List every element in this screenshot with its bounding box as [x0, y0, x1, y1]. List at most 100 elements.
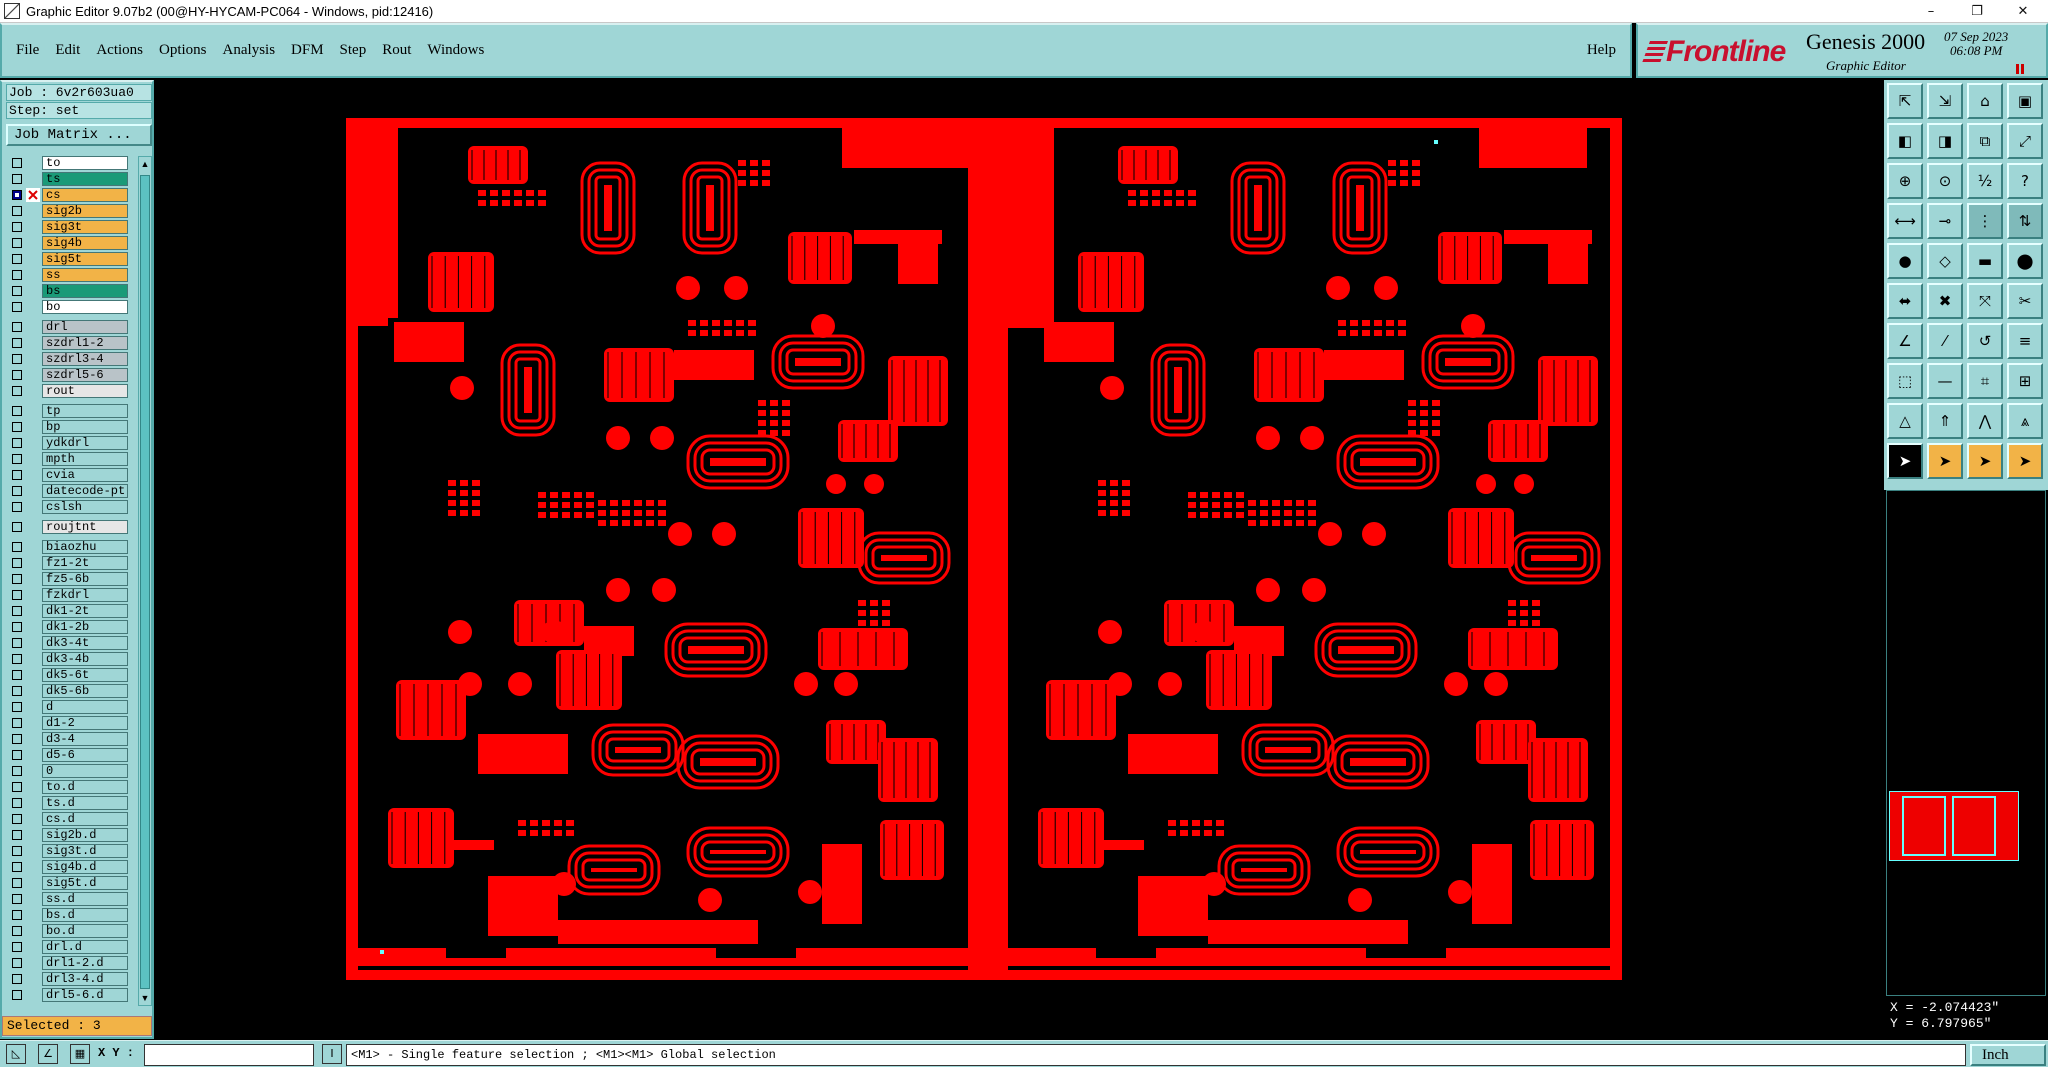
layer-row-szdrl3-4[interactable]: szdrl3-4: [6, 352, 128, 366]
layer-checkbox[interactable]: [12, 686, 22, 696]
layer-checkbox[interactable]: [12, 798, 22, 808]
layer-row-to[interactable]: to: [6, 156, 128, 170]
layer-name[interactable]: to: [42, 156, 128, 170]
layer-scrollbar[interactable]: ▲ ▼: [138, 156, 152, 1006]
layer-name[interactable]: dk3-4t: [42, 636, 128, 650]
layer-name[interactable]: dk1-2b: [42, 620, 128, 634]
menu-dfm[interactable]: DFM: [291, 42, 324, 58]
job-matrix-button[interactable]: Job Matrix ...: [6, 124, 152, 146]
layer-name[interactable]: d3-4: [42, 732, 128, 746]
overview-map[interactable]: [1886, 490, 2046, 996]
query-icon[interactable]: ?: [2007, 163, 2043, 199]
layer-checkbox[interactable]: [12, 590, 22, 600]
layer-row-dk5-6b[interactable]: dk5-6b: [6, 684, 128, 698]
layer-checkbox[interactable]: [12, 750, 22, 760]
layer-checkbox[interactable]: [12, 522, 22, 532]
layer-name[interactable]: cs.d: [42, 812, 128, 826]
move-icon[interactable]: ⬌: [1887, 283, 1923, 319]
layer-name[interactable]: 0: [42, 764, 128, 778]
select-area-icon[interactable]: ⬚: [1887, 363, 1923, 399]
layer-checkbox[interactable]: [12, 734, 22, 744]
layer-row-ts[interactable]: ts: [6, 172, 128, 186]
layer-name[interactable]: d: [42, 700, 128, 714]
hat-icon[interactable]: ⩓: [2007, 403, 2043, 439]
layer-name[interactable]: ydkdrl: [42, 436, 128, 450]
pointer-edit-icon[interactable]: ➤: [1967, 443, 2003, 479]
layer-name[interactable]: d1-2: [42, 716, 128, 730]
zoom-previous-icon[interactable]: ⇲: [1927, 83, 1963, 119]
home-icon[interactable]: ⌂: [1967, 83, 2003, 119]
layer-name[interactable]: sig2b.d: [42, 828, 128, 842]
layer-name[interactable]: szdrl5-6: [42, 368, 128, 382]
layer-name[interactable]: sig3t.d: [42, 844, 128, 858]
layer-checkbox[interactable]: [12, 470, 22, 480]
layer-name[interactable]: dk1-2t: [42, 604, 128, 618]
layer-name[interactable]: dk3-4b: [42, 652, 128, 666]
layer-checkbox[interactable]: [12, 862, 22, 872]
layer-row-to.d[interactable]: to.d: [6, 780, 128, 794]
layer-name[interactable]: to.d: [42, 780, 128, 794]
layer-row-ts.d[interactable]: ts.d: [6, 796, 128, 810]
layer-row-d5-6[interactable]: d5-6: [6, 748, 128, 762]
layer-checkbox[interactable]: [12, 542, 22, 552]
arc-icon[interactable]: ↺: [1967, 323, 2003, 359]
triangle-icon[interactable]: △: [1887, 403, 1923, 439]
text-cursor-icon[interactable]: I: [322, 1044, 342, 1064]
layer-row-sig4b.d[interactable]: sig4b.d: [6, 860, 128, 874]
layer-checkbox[interactable]: [12, 270, 22, 280]
pause-icon[interactable]: [2016, 64, 2024, 74]
pointer-move-icon[interactable]: ➤: [2007, 443, 2043, 479]
layer-row-szdrl5-6[interactable]: szdrl5-6: [6, 368, 128, 382]
layer-name[interactable]: drl.d: [42, 940, 128, 954]
minimize-button[interactable]: –: [1927, 4, 1935, 19]
layer-row-bo.d[interactable]: bo.d: [6, 924, 128, 938]
add-pad-icon[interactable]: ●: [1887, 243, 1923, 279]
layer-row-dk3-4t[interactable]: dk3-4t: [6, 636, 128, 650]
layer-name[interactable]: sig4b.d: [42, 860, 128, 874]
full-screen-icon[interactable]: ▣: [2007, 83, 2043, 119]
layer-checkbox[interactable]: [12, 354, 22, 364]
layer-row-dk1-2b[interactable]: dk1-2b: [6, 620, 128, 634]
overview-panel[interactable]: [1889, 791, 2019, 861]
layer-checkbox[interactable]: [12, 302, 22, 312]
layer-name[interactable]: dk5-6b: [42, 684, 128, 698]
pointer-select-icon[interactable]: ➤: [1927, 443, 1963, 479]
angle-line-icon[interactable]: ∠: [1887, 323, 1923, 359]
layer-row-drl1-2.d[interactable]: drl1-2.d: [6, 956, 128, 970]
layer-row-tp[interactable]: tp: [6, 404, 128, 418]
layer-row-cvia[interactable]: cvia: [6, 468, 128, 482]
layer-name[interactable]: bs.d: [42, 908, 128, 922]
corner-icon[interactable]: ◺: [6, 1044, 26, 1064]
layer-row-sig5t.d[interactable]: sig5t.d: [6, 876, 128, 890]
layer-row-sig2b.d[interactable]: sig2b.d: [6, 828, 128, 842]
layer-checkbox[interactable]: [12, 438, 22, 448]
menu-actions[interactable]: Actions: [96, 42, 144, 58]
zoom-window-icon[interactable]: ⧉: [1967, 123, 2003, 159]
layer-row-dk1-2t[interactable]: dk1-2t: [6, 604, 128, 618]
layer-checkbox[interactable]: [12, 766, 22, 776]
layer-name[interactable]: sig5t: [42, 252, 128, 266]
layer-checkbox[interactable]: [12, 622, 22, 632]
menu-edit[interactable]: Edit: [55, 42, 81, 58]
layer-checkbox[interactable]: [12, 926, 22, 936]
layer-row-sig3t[interactable]: sig3t: [6, 220, 128, 234]
layer-row-ss.d[interactable]: ss.d: [6, 892, 128, 906]
add-circle-icon[interactable]: ⬤: [2007, 243, 2043, 279]
tent-icon[interactable]: ⋀: [1967, 403, 2003, 439]
layer-checkbox[interactable]: [12, 222, 22, 232]
layer-name[interactable]: cs: [42, 188, 128, 202]
layer-name[interactable]: sig4b: [42, 236, 128, 250]
layer-name[interactable]: fz1-2t: [42, 556, 128, 570]
layer-row-fz5-6b[interactable]: fz5-6b: [6, 572, 128, 586]
layer-checkbox[interactable]: [12, 670, 22, 680]
pan-left-icon[interactable]: ◧: [1887, 123, 1923, 159]
layer-name[interactable]: cslsh: [42, 500, 128, 514]
center-view-icon[interactable]: ⊙: [1927, 163, 1963, 199]
layer-row-ss[interactable]: ss: [6, 268, 128, 282]
layer-name[interactable]: sig5t.d: [42, 876, 128, 890]
layer-checkbox[interactable]: [12, 718, 22, 728]
menu-options[interactable]: Options: [159, 42, 207, 58]
layer-checkbox[interactable]: [12, 638, 22, 648]
pcb-layout[interactable]: [156, 80, 1884, 1038]
layer-checkbox[interactable]: [12, 814, 22, 824]
